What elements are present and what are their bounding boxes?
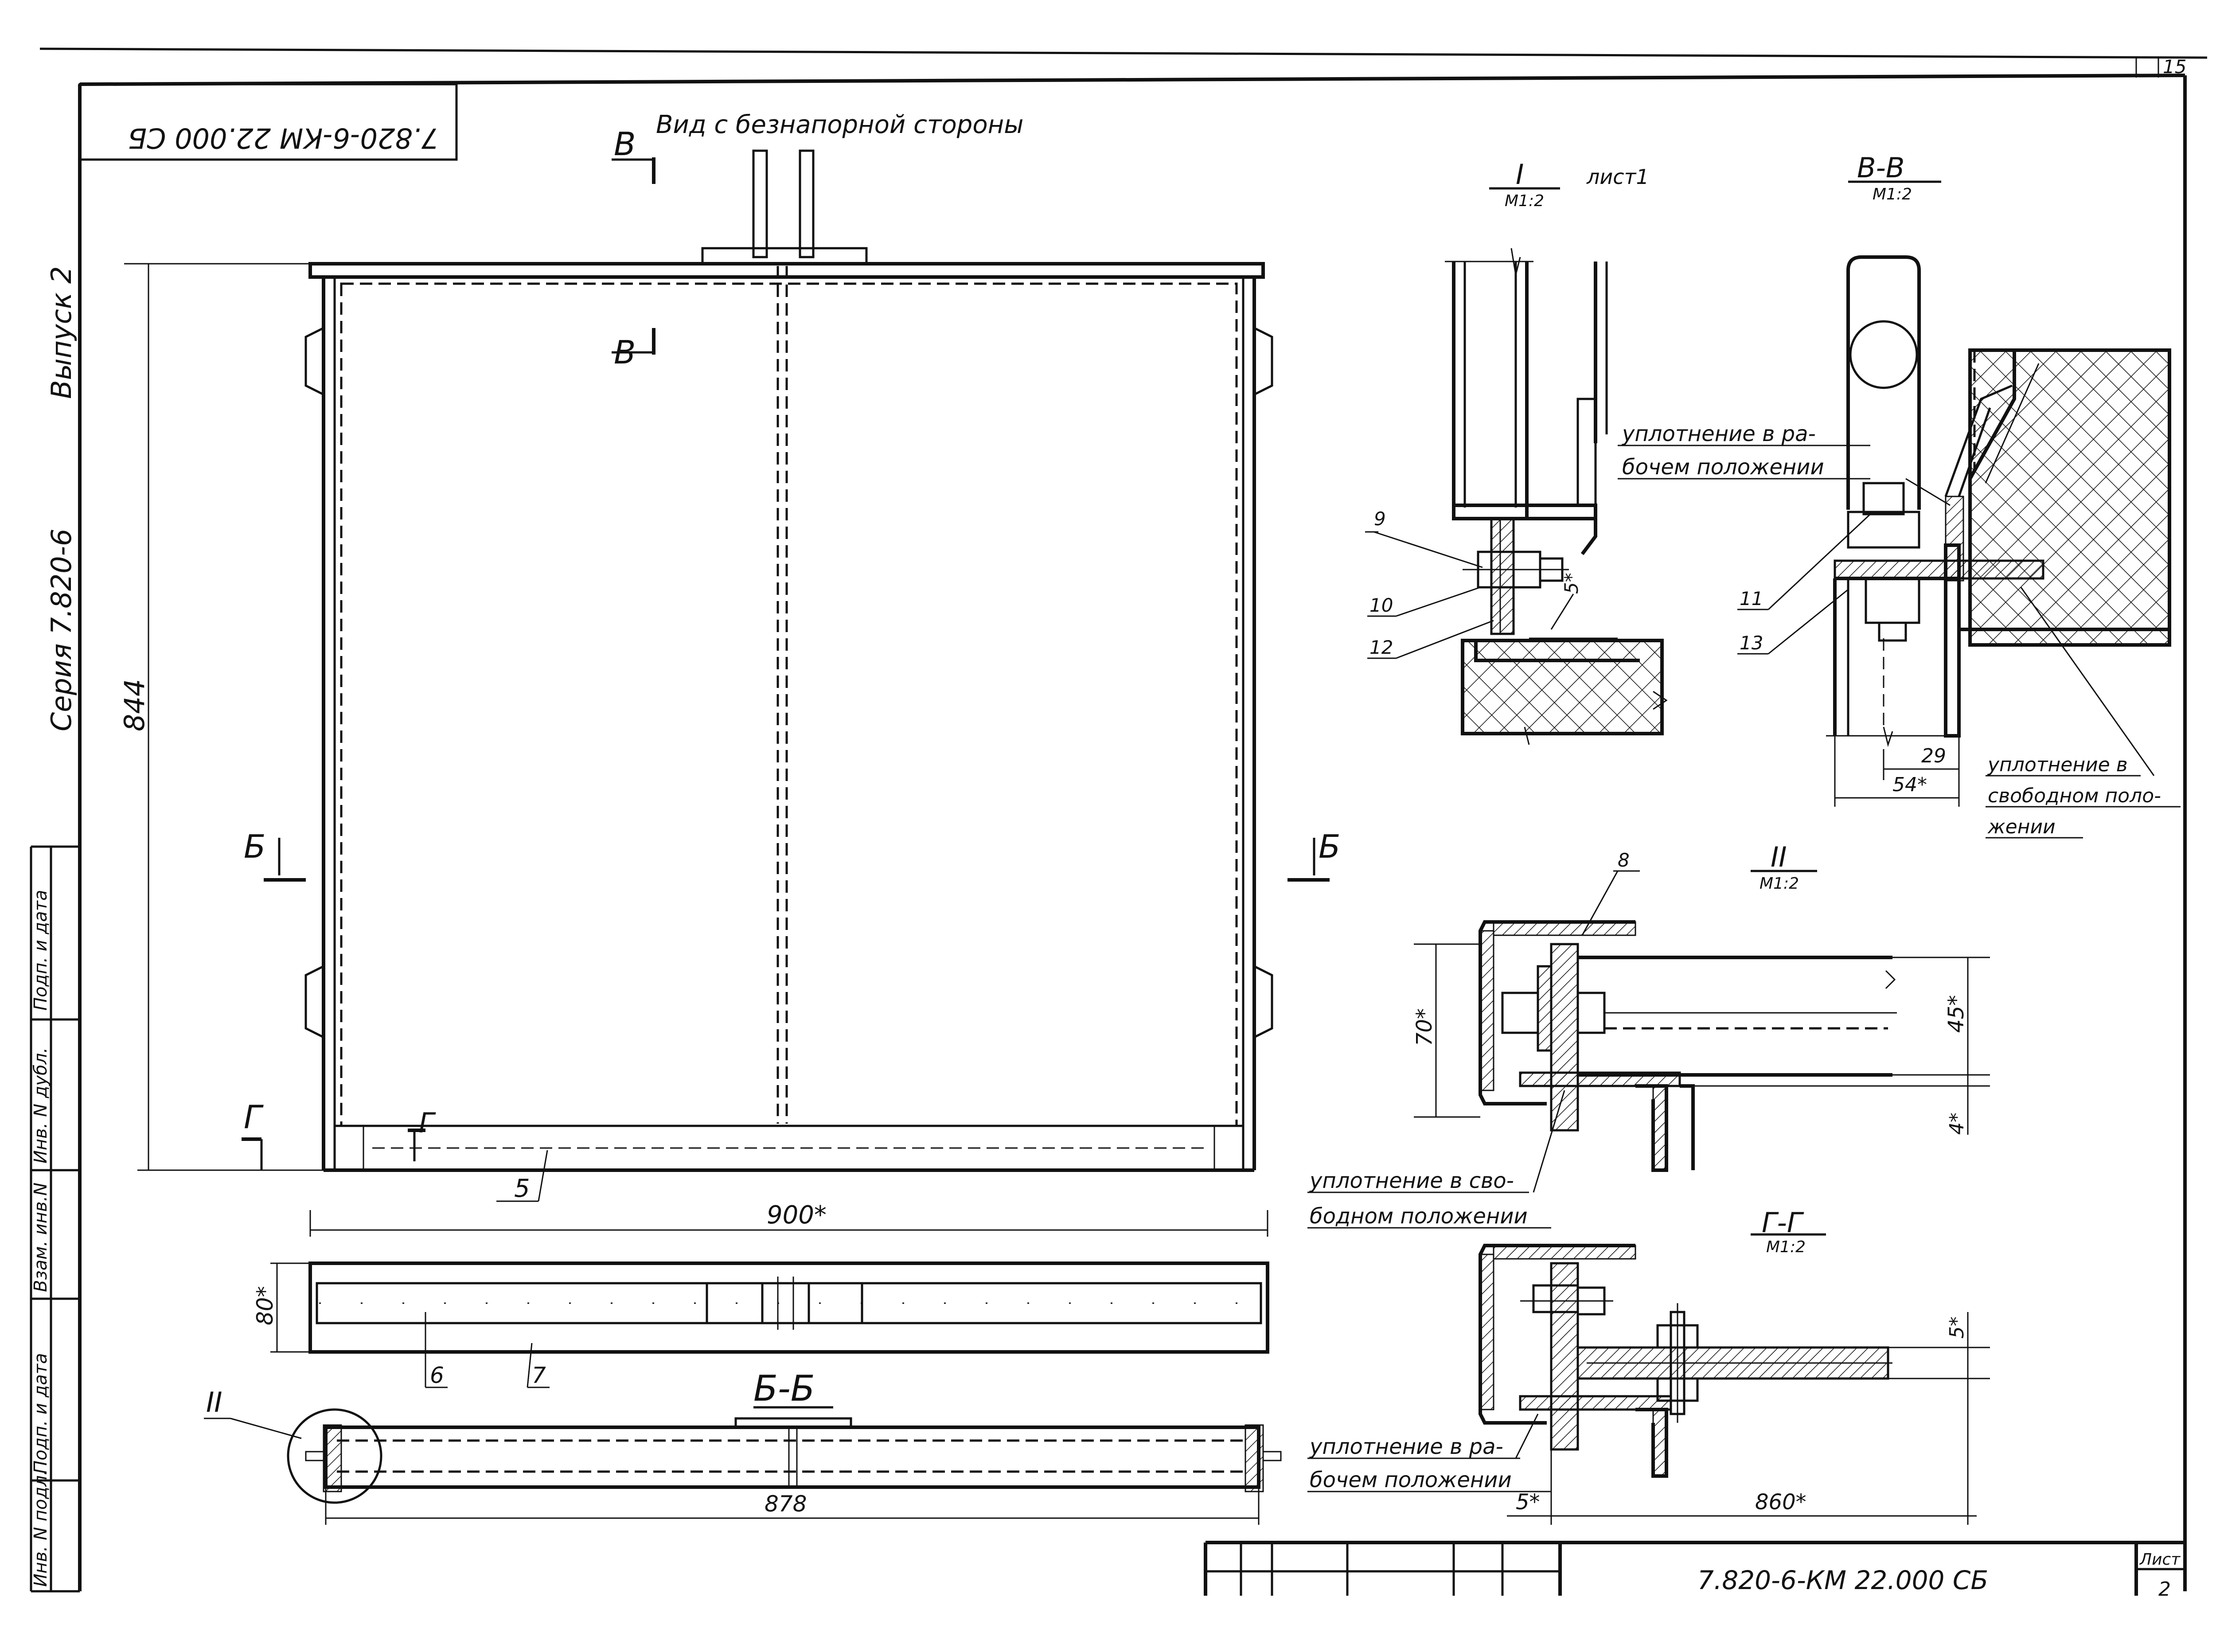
callout-7: 7 [532,1363,546,1388]
dim-gg-860: 860* [1755,1490,1806,1515]
section-bb: Б-Б II 878 [204,1368,1282,1525]
detail-I-seal-note-2: бочем положении [1622,455,1824,480]
II-seal-note-2: бодном положении [1310,1204,1528,1229]
dim-height-844: 844 [118,679,151,731]
issue-label: Выпуск 2 [45,266,78,399]
detail-I-sheet-note: лист1 [1586,165,1649,189]
callout-11: 11 [1740,588,1763,609]
dim-vv-54: 54* [1892,773,1927,796]
callout-5: 5 [514,1174,530,1203]
callout-6: 6 [430,1363,444,1388]
dim-I-gap: 5* [1561,573,1582,594]
stamp-label-1: Подп. и дата [31,890,51,1011]
cut-g-right: Г [419,1107,436,1139]
section-gg: Г-Г М1:2 5* 5* 860* [1307,1207,1990,1525]
section-vv-title: В-В [1857,152,1904,184]
section-vv-scale: М1:2 [1873,185,1912,203]
callout-9: 9 [1374,508,1386,530]
cut-b-right: Б [1319,828,1340,865]
dim-plan-80: 80* [252,1286,278,1325]
vv-seal-note-1: уплотнение в [1987,754,2128,776]
stamp-label-3: Взам. инв.N [31,1183,51,1292]
page-number-top: 15 [2163,56,2186,78]
main-view: Вид с безнапорной стороны В [118,110,1340,1237]
dim-II-70: 70* [1412,1008,1437,1046]
cut-g-left: Г [244,1098,264,1136]
detail-II-ref: II [206,1386,222,1418]
section-gg-scale: М1:2 [1766,1238,1806,1256]
section-vv: В-В М1:2 11 [1737,152,2181,839]
dim-gg-5-right: 5* [1946,1316,1968,1339]
cut-v-top: В [614,125,636,163]
detail-I: I М1:2 лист1 5* 9 [1365,158,1870,745]
dim-vv-29: 29 [1921,745,1946,767]
sheet-label: Лист [2139,1550,2181,1569]
vv-seal-note-2: свободном поло- [1988,785,2161,807]
callout-13: 13 [1740,632,1763,654]
corner-title: 7.820-6-КМ 22.000 СБ [128,122,439,154]
doc-number: 7.820-6-КМ 22.000 СБ [1697,1565,1988,1595]
stamp-label-2: Инв. N дубл. [31,1047,51,1164]
detail-II: II М1:2 8 70* 45* [1307,841,1990,1229]
dim-gg-5-bottom: 5* [1516,1490,1540,1515]
gg-seal-note-2: бочем положении [1310,1468,1512,1492]
detail-I-seal-note-1: уплотнение в ра- [1621,422,1816,446]
II-seal-note-1: уплотнение в сво- [1309,1168,1514,1193]
callout-10: 10 [1369,594,1393,616]
detail-II-title: II [1771,841,1787,873]
sheet-number: 2 [2158,1578,2171,1601]
vv-seal-note-3: жении [1987,816,2056,838]
detail-I-scale: М1:2 [1505,192,1544,210]
stamp-label-5: Инв. N подл. [31,1470,51,1587]
cut-v-bottom: В [614,334,636,371]
stamp-label-4: Подп. и дата [31,1353,51,1474]
title-block: 7.820-6-КМ 22.000 СБ Лист 2 [1204,1541,2185,1601]
corner-title-box: 7.820-6-КМ 22.000 СБ [78,83,458,161]
gg-seal-note-1: уплотнение в ра- [1309,1434,1503,1459]
drawing-frame [39,47,2208,1591]
left-stamp-strip: Подп. и дата Инв. N дубл. Взам. инв.N По… [30,845,80,1593]
series-label: Серия 7.820-6 [45,529,78,731]
detail-I-title: I [1516,158,1524,191]
callout-12: 12 [1369,637,1393,658]
plan-view: 80* 6 7 [252,1261,1269,1388]
dim-width-900: 900* [767,1201,827,1230]
dim-II-45: 45* [1944,995,1969,1033]
detail-II-scale: М1:2 [1760,875,1799,893]
cut-b-left: Б [244,828,265,865]
dim-878: 878 [765,1491,807,1517]
section-bb-title: Б-Б [753,1368,815,1409]
callout-8: 8 [1618,849,1630,871]
dim-II-4: 4* [1946,1113,1968,1135]
main-view-title: Вид с безнапорной стороны [656,110,1023,139]
